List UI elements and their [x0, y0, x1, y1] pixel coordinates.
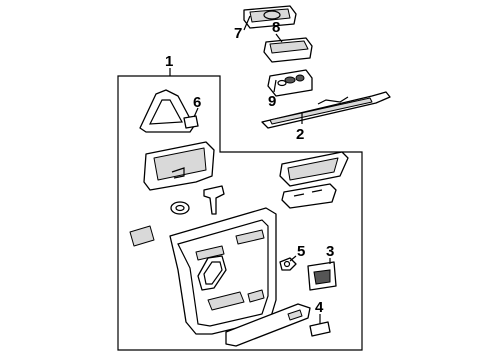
leader-6 [193, 107, 199, 118]
leader-7 [243, 15, 251, 31]
part-2-trim-strip [261, 91, 391, 129]
part-6-clip [183, 115, 199, 129]
part-4-switch [309, 321, 331, 337]
callout-6: 6 [193, 94, 201, 111]
callout-1: 1 [165, 53, 173, 70]
part-3-inside-handle [307, 261, 337, 291]
armrest-pull [225, 303, 311, 347]
part-8-cover-middle [263, 37, 313, 63]
mirror-cover [139, 89, 195, 133]
callout-2: 2 [296, 126, 304, 143]
leader-9 [273, 79, 277, 93]
leader-8 [275, 33, 283, 43]
callout-3: 3 [326, 243, 334, 260]
lower-trim-panel [281, 183, 337, 209]
latch-link [203, 185, 225, 215]
part-5-clip [279, 257, 297, 271]
callout-9: 9 [268, 93, 276, 110]
upper-trim-panel [279, 151, 349, 187]
part-7-cover-top [243, 5, 297, 29]
grommet [170, 201, 190, 215]
armrest-bezel [143, 141, 215, 191]
callout-8: 8 [272, 19, 280, 36]
door-trim-panel [169, 207, 277, 335]
assembly-boundary [117, 75, 363, 351]
callout-5: 5 [297, 243, 305, 260]
trim-plug [129, 225, 155, 247]
callout-7: 7 [234, 25, 242, 42]
part-9-switch-housing [267, 69, 313, 97]
leader-5 [289, 255, 297, 262]
callout-4: 4 [315, 299, 324, 316]
